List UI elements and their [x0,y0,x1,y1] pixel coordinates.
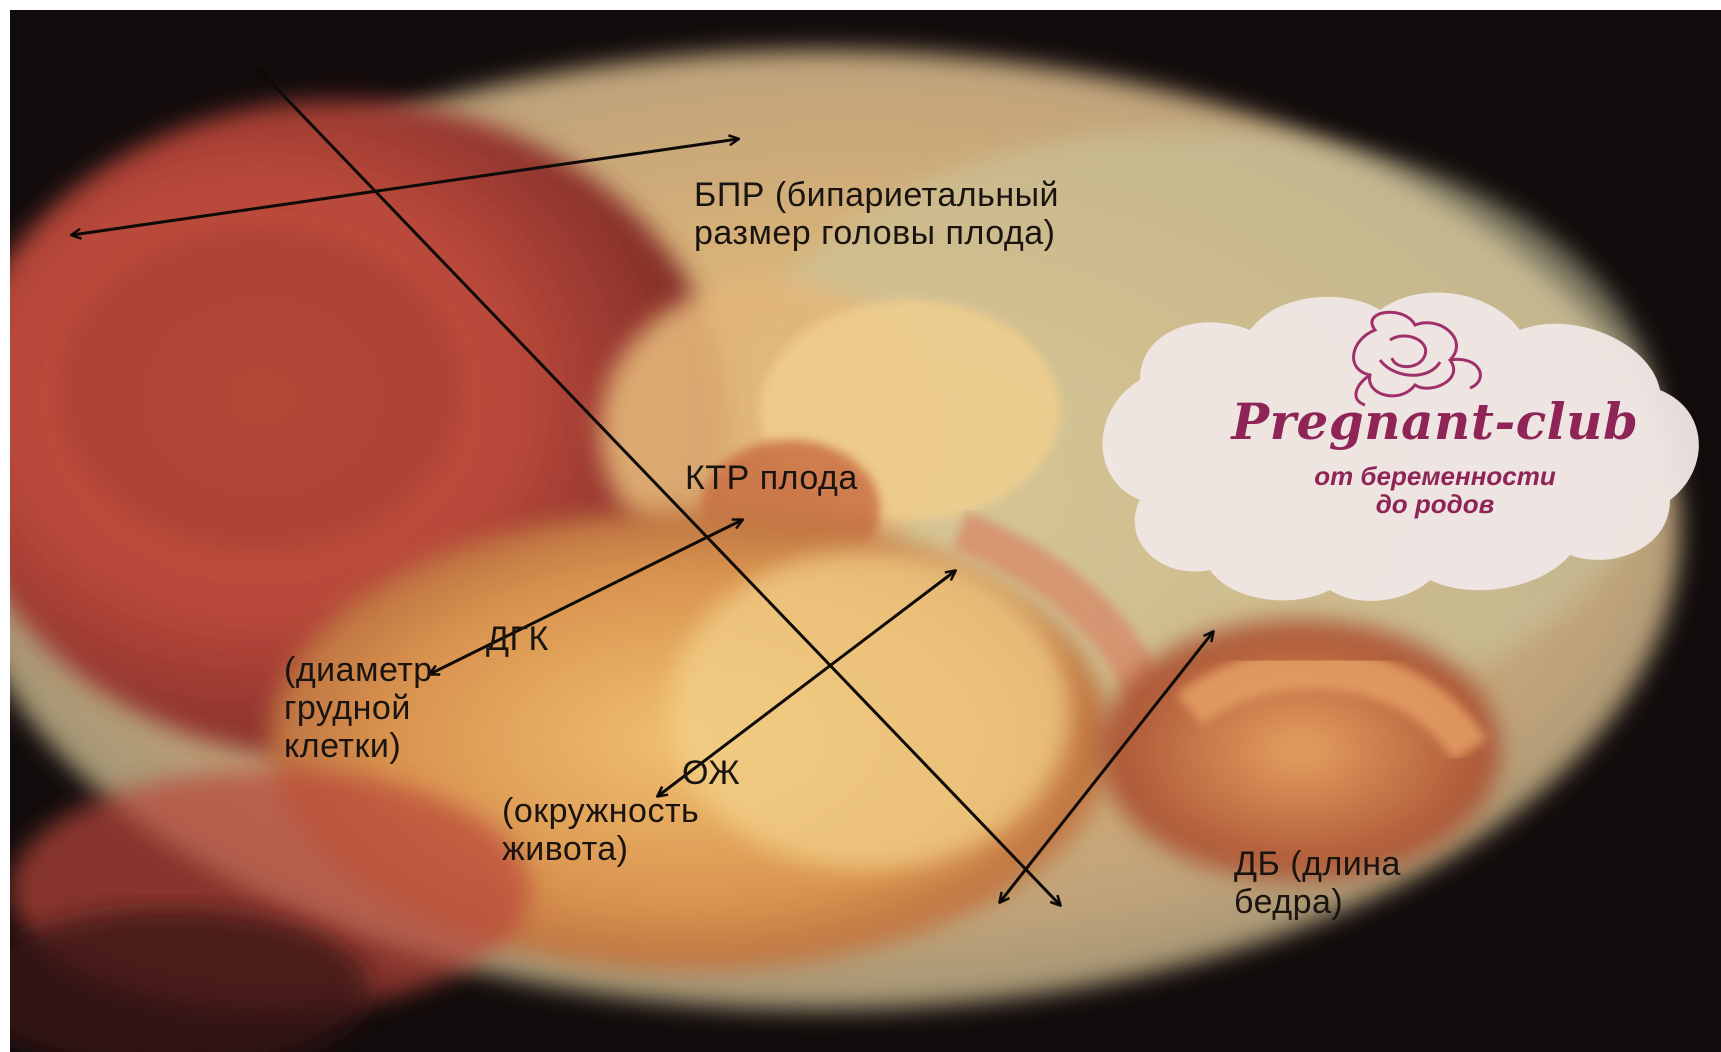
logo-name: Pregnant-club [1170,392,1700,451]
dgk-description: (диаметр грудной клетки) [284,651,433,765]
ktr-label: КТР плода [685,459,858,497]
ozh-label: ОЖ [682,754,740,792]
fetus-photo [10,10,1721,1052]
logo-tagline: от беременности до родов [1170,462,1700,518]
db-label: ДБ (длина бедра) [1234,845,1401,921]
ozh-description: (окружность живота) [502,792,699,868]
logo-tagline-line1: от беременности [1170,462,1700,490]
bpr-label: БПР (бипариетальный размер головы плода) [694,176,1059,252]
logo-tagline-line2: до родов [1170,490,1700,518]
dgk-label: ДГК [486,620,549,658]
